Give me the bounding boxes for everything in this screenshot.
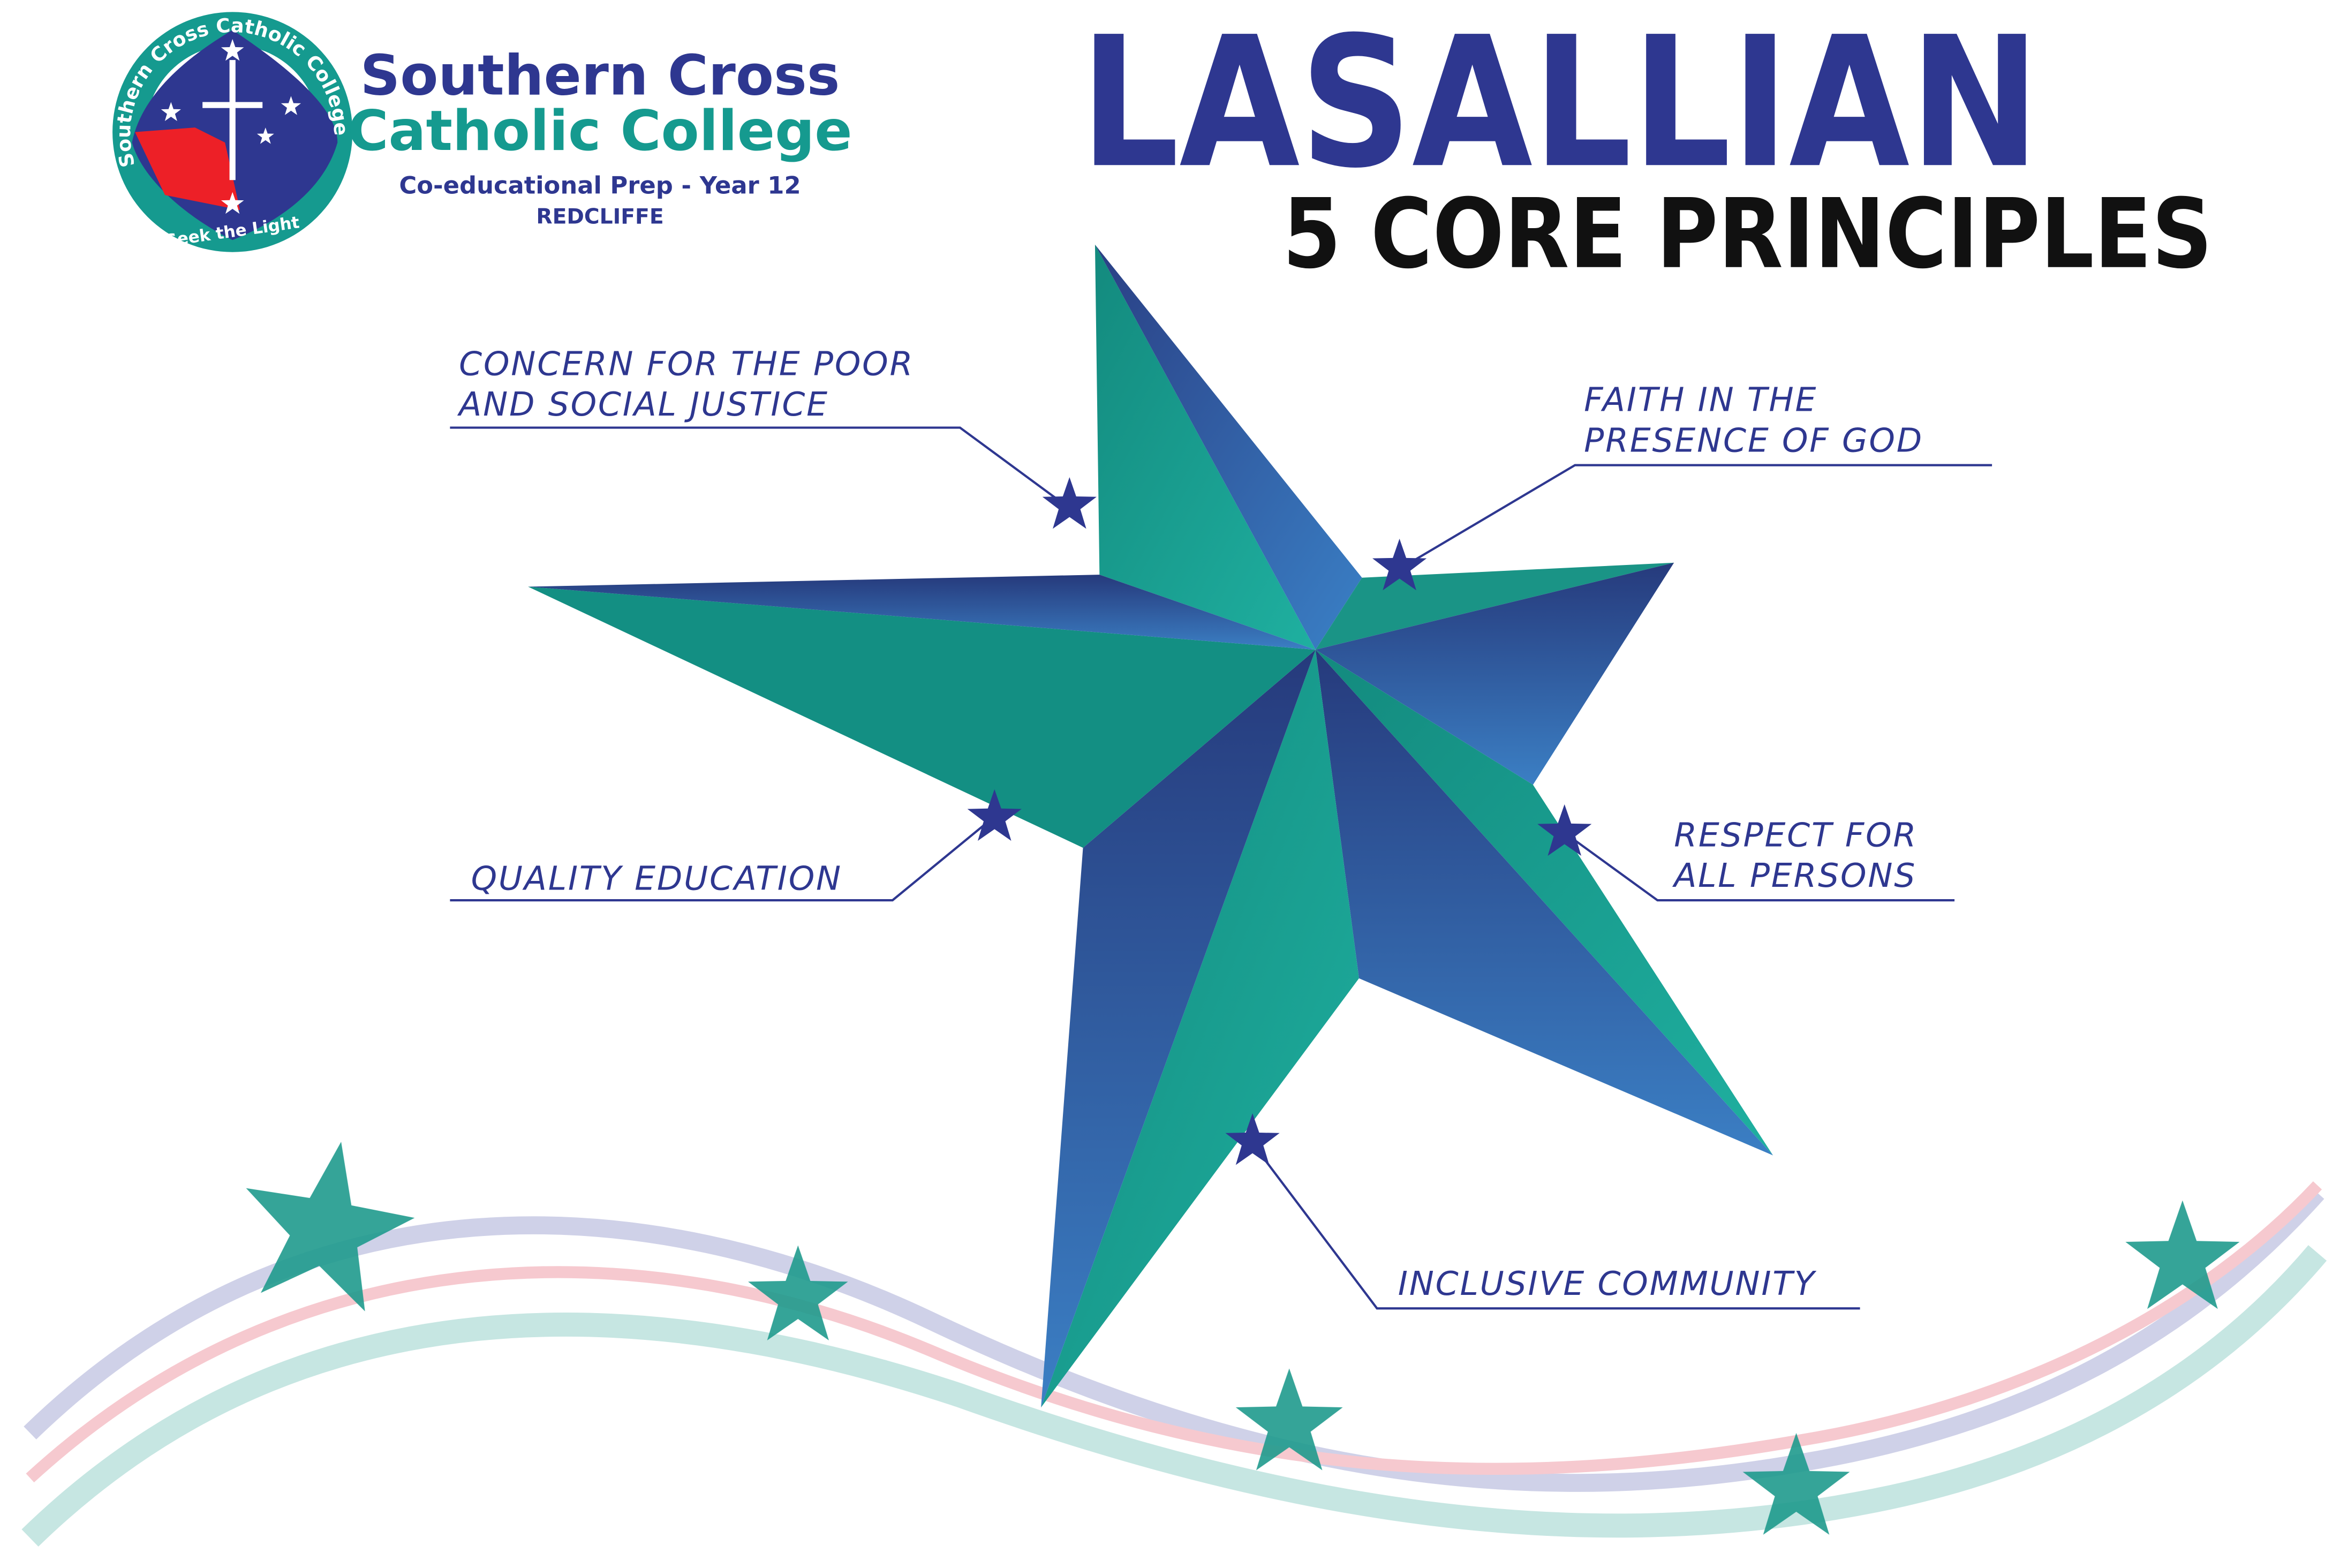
principle-5: INCLUSIVE COMMUNITY bbox=[1398, 1264, 1817, 1303]
principle-1-line1: CONCERN FOR THE POOR bbox=[459, 344, 914, 383]
page-title: LASALLIAN bbox=[1080, 0, 2040, 208]
principle-4-line2: ALL PERSONS bbox=[1672, 856, 1916, 895]
principle-4-line1: RESPECT FOR bbox=[1674, 816, 1918, 854]
college-logo: Southern Cross Catholic College Seek the… bbox=[112, 12, 353, 252]
main-star-illustration bbox=[528, 244, 1773, 1408]
principle-2-line2: PRESENCE OF GOD bbox=[1584, 421, 1923, 459]
principle-1-line2: AND SOCIAL JUSTICE bbox=[457, 385, 829, 424]
page-subtitle: 5 CORE PRINCIPLES bbox=[1282, 179, 2213, 290]
principle-2-line1: FAITH IN THE bbox=[1584, 381, 1817, 419]
star-icon bbox=[1042, 477, 1097, 529]
principle-3: QUALITY EDUCATION bbox=[471, 860, 842, 898]
college-name-line1: Southern Cross bbox=[360, 44, 840, 108]
callout-lines bbox=[450, 426, 1992, 1310]
college-tagline: Co-educational Prep - Year 12 bbox=[399, 171, 801, 199]
college-location: REDCLIFFE bbox=[536, 205, 663, 229]
college-name-line2: Catholic College bbox=[348, 99, 852, 163]
